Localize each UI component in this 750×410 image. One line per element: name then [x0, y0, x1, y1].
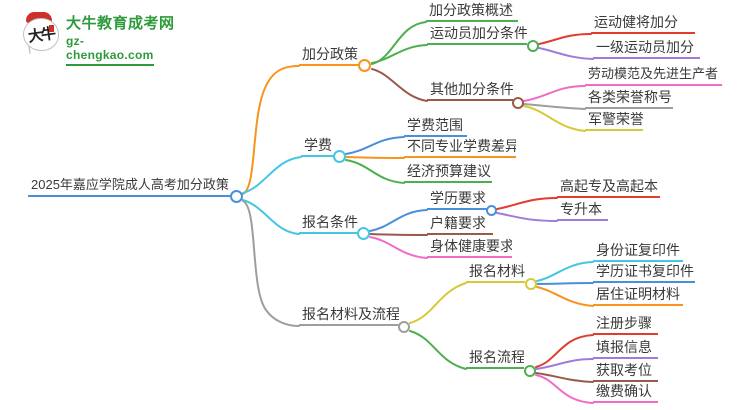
node-master-athlete-bonus: 运动健将加分 — [591, 14, 695, 34]
edge-military-honor — [523, 105, 586, 132]
edge-budget-advice — [345, 159, 405, 184]
node-other-bonus-conditions: 其他加分条件 — [427, 81, 513, 101]
node-honor-titles: 各类荣誉称号 — [585, 89, 673, 109]
toggle-dot-registration-process — [524, 365, 536, 377]
bull-speech-bubble-icon: 大牛 — [20, 10, 60, 56]
edge-tuition-range — [345, 136, 405, 155]
edge-athlete-bonus-conditions — [371, 44, 428, 64]
speech-bubble: 大牛 — [23, 18, 59, 51]
logo-site-name: 大牛教育成考网 — [66, 15, 175, 32]
bull-hat-shape — [26, 12, 52, 23]
node-model-worker: 劳动模范及先进生产者 — [585, 66, 722, 86]
edge-tuition-major-difference — [345, 156, 405, 159]
edge-registration-materials — [409, 282, 467, 324]
node-household-requirement: 户籍要求 — [427, 215, 493, 235]
node-bonus-policy: 加分政策 — [299, 46, 361, 66]
toggle-dot-education-requirement — [486, 205, 497, 216]
node-military-honor: 军警荣誉 — [585, 111, 643, 131]
edge-tuition — [242, 156, 302, 194]
edge-fill-info — [535, 358, 594, 370]
node-payment-confirm: 缴费确认 — [593, 383, 658, 403]
node-budget-advice: 经济预算建议 — [404, 163, 492, 183]
node-fill-info: 填报信息 — [593, 339, 658, 359]
node-get-seat: 获取考位 — [593, 362, 658, 382]
node-tuition-range: 学费范围 — [404, 117, 467, 137]
edge-master-athlete-bonus — [538, 33, 592, 45]
node-health-requirement: 身体健康要求 — [427, 238, 512, 258]
edge-register-steps — [535, 334, 594, 368]
node-tuition: 学费 — [301, 137, 335, 157]
node-register-steps: 注册步骤 — [593, 315, 658, 335]
toggle-dot-bonus-policy — [358, 59, 371, 72]
logo-site-domain: gz-chengkao.com — [66, 34, 154, 66]
node-level1-athlete-bonus: 一级运动员加分 — [593, 39, 700, 59]
node-zhuanshengben: 专升本 — [557, 201, 608, 221]
edge-diploma-copy — [536, 282, 594, 285]
toggle-dot-root — [230, 190, 243, 203]
node-diploma-copy: 学历证书复印件 — [593, 263, 695, 283]
edge-model-worker — [523, 85, 586, 102]
edge-honor-titles — [523, 103, 586, 110]
edge-materials-and-process — [242, 200, 300, 327]
logo-text-block: 大牛教育成考网 gz-chengkao.com — [66, 10, 175, 66]
toggle-dot-materials-and-process — [398, 321, 410, 333]
node-residence-proof: 居住证明材料 — [593, 286, 683, 306]
edge-registration-process — [409, 330, 467, 370]
edge-policy-overview — [371, 21, 427, 65]
mindmap-root: 2025年嘉应学院成人高考加分政策 — [28, 177, 230, 197]
toggle-dot-registration-materials — [525, 278, 537, 290]
node-policy-overview: 加分政策概述 — [426, 2, 518, 22]
edge-id-copy — [536, 261, 594, 282]
toggle-dot-registration-conditions — [357, 227, 370, 240]
node-materials-and-process: 报名材料及流程 — [299, 306, 399, 326]
edge-education-requirement — [369, 209, 428, 232]
edge-household-requirement — [369, 233, 428, 236]
edge-registration-conditions — [242, 199, 300, 235]
node-registration-materials: 报名材料 — [466, 263, 525, 283]
node-education-requirement: 学历要求 — [427, 190, 487, 210]
node-tuition-major-difference: 不同专业学费差异 — [404, 138, 516, 158]
red-seal-icon — [49, 25, 54, 32]
edge-level1-athlete-bonus — [538, 47, 594, 60]
site-logo: 大牛 大牛教育成考网 gz-chengkao.com — [20, 10, 175, 66]
node-id-copy: 身份证复印件 — [593, 242, 683, 262]
node-gaoqizhuan-gaoqiben: 高起专及高起本 — [557, 178, 660, 198]
edge-gaoqizhuan-gaoqiben — [496, 197, 558, 210]
edge-health-requirement — [369, 236, 428, 259]
toggle-dot-tuition — [333, 150, 346, 163]
edge-zhuanshengben — [496, 212, 558, 222]
node-registration-conditions: 报名条件 — [299, 214, 361, 234]
edge-residence-proof — [536, 286, 594, 307]
edge-other-bonus-conditions — [371, 68, 428, 102]
node-athlete-bonus-conditions: 运动员加分条件 — [427, 25, 527, 45]
edge-bonus-policy — [242, 65, 300, 195]
node-registration-process: 报名流程 — [466, 349, 524, 369]
toggle-dot-athlete-bonus — [527, 40, 539, 52]
toggle-dot-other-bonus — [512, 97, 524, 109]
edge-get-seat — [535, 372, 594, 383]
edge-payment-confirm — [535, 374, 594, 404]
